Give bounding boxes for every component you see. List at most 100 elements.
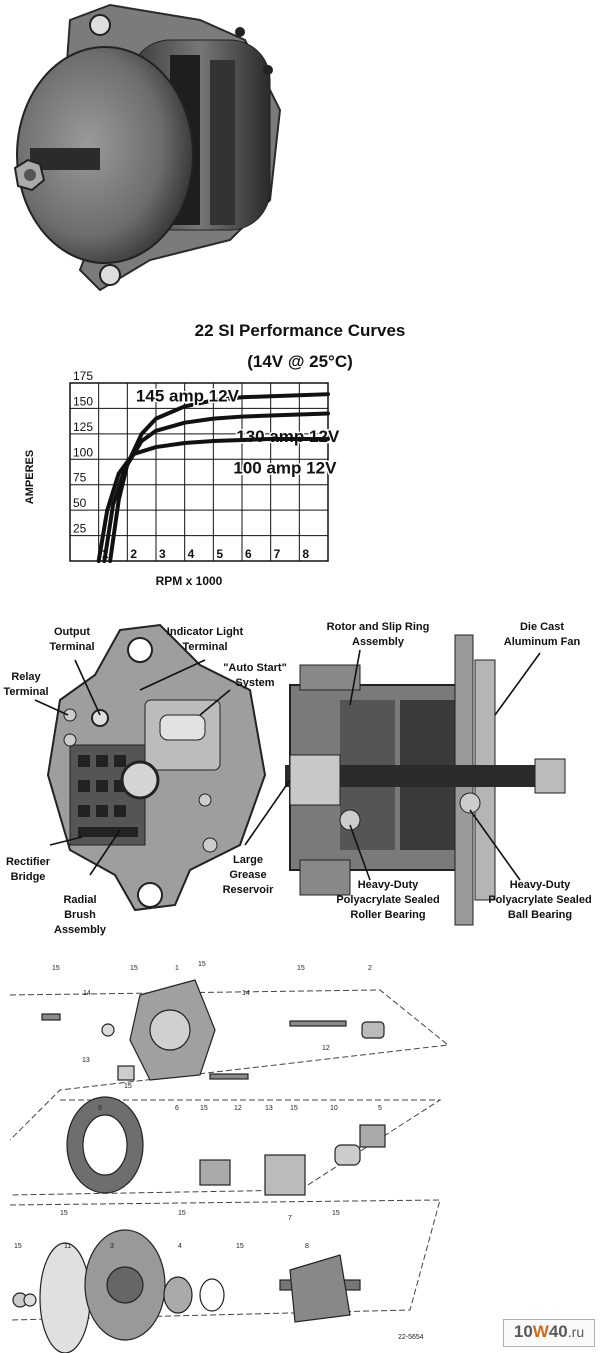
label-output-terminal-1: Output — [54, 626, 90, 638]
callout-number: 15 — [52, 965, 60, 972]
site-watermark: 10W40.ru — [503, 1319, 595, 1347]
x-tick-label: 6 — [245, 547, 252, 561]
callout-number: 15 — [198, 961, 206, 968]
x-tick-label: 8 — [302, 547, 309, 561]
label-roller-bearing-2: Polyacrylate Sealed — [336, 894, 439, 906]
label-rotor-slip-2: Assembly — [352, 636, 405, 648]
chart-title: 22 SI Performance Curves — [194, 321, 406, 340]
callout-number: 1 — [175, 965, 179, 972]
side-cutaway-view — [285, 634, 566, 926]
callout-number: 15 — [236, 1243, 244, 1250]
label-die-cast-2: Aluminum Fan — [504, 636, 581, 648]
callout-number: 15 — [297, 965, 305, 972]
series-label-0: 145 amp 12V — [136, 386, 240, 405]
label-radial-brush-3: Assembly — [54, 924, 107, 936]
label-auto-start-2: System — [235, 677, 274, 689]
label-grease-2: Grease — [229, 869, 266, 881]
label-ball-bearing-1: Heavy-Duty — [510, 879, 571, 891]
callout-number: 13 — [265, 1105, 273, 1112]
y-tick-label: 25 — [73, 522, 87, 536]
x-tick-label: 2 — [130, 547, 137, 561]
y-tick-label: 150 — [73, 394, 93, 408]
callout-number: 15 — [130, 965, 138, 972]
y-tick-label: 175 — [73, 369, 93, 383]
label-indicator-light-1: Indicator Light — [167, 626, 244, 638]
figure-code: 22-5654 — [398, 1334, 424, 1341]
series-line-1 — [102, 411, 330, 563]
callout-number: 13 — [82, 1057, 90, 1064]
label-ball-bearing-2: Polyacrylate Sealed — [488, 894, 591, 906]
callout-number: 15 — [178, 1210, 186, 1217]
x-tick-label: 3 — [159, 547, 166, 561]
label-roller-bearing-3: Roller Bearing — [350, 909, 425, 921]
y-tick-label: 125 — [73, 420, 93, 434]
series-label-2: 100 amp 12V — [233, 459, 337, 478]
callout-number: 15 — [332, 1210, 340, 1217]
callout-number: 15 — [290, 1105, 298, 1112]
callout-number: 5 — [378, 1105, 382, 1112]
label-rotor-slip-1: Rotor and Slip Ring — [327, 621, 430, 633]
x-tick-label: 4 — [188, 547, 195, 561]
callout-number: 3 — [110, 1243, 114, 1250]
x-axis-label: RPM x 1000 — [156, 574, 223, 588]
callout-number: 6 — [175, 1105, 179, 1112]
label-ball-bearing-3: Ball Bearing — [508, 909, 572, 921]
callout-number: 15 — [200, 1105, 208, 1112]
label-grease-1: Large — [233, 854, 263, 866]
label-output-terminal-2: Terminal — [49, 641, 94, 653]
callout-number: 12 — [234, 1105, 242, 1112]
series-line-2 — [96, 436, 330, 563]
slip-ring-end-view — [46, 623, 267, 912]
callout-number: 2 — [368, 965, 372, 972]
callout-number: 12 — [322, 1045, 330, 1052]
callout-number: 15 — [14, 1243, 22, 1250]
exploded-view: 15 15 1 15 15 2 14 14 12 13 15 9 6 15 12 13 15 10 5 15 15 7 15… — [0, 950, 450, 1353]
watermark-d: .ru — [567, 1324, 585, 1340]
watermark-b: W — [532, 1322, 549, 1341]
x-tick-label: 7 — [274, 547, 281, 561]
series-label-1: 130 amp 12V — [236, 427, 340, 446]
alternator-photo — [0, 0, 300, 305]
label-rectifier-bridge-2: Bridge — [11, 871, 46, 883]
label-roller-bearing-1: Heavy-Duty — [358, 879, 419, 891]
chart-subtitle: (14V @ 25°C) — [247, 352, 353, 371]
callout-number: 7 — [288, 1215, 292, 1222]
y-tick-label: 50 — [73, 496, 87, 510]
y-tick-label: 75 — [73, 471, 87, 485]
callout-number: 8 — [305, 1243, 309, 1250]
callout-number: 15 — [60, 1210, 68, 1217]
callout-number: 4 — [178, 1243, 182, 1250]
label-indicator-light-2: Terminal — [182, 641, 227, 653]
callout-number: 10 — [330, 1105, 338, 1112]
watermark-c: 40 — [548, 1322, 568, 1341]
callout-number: 14 — [242, 990, 250, 997]
y-axis-label: AMPERES — [24, 450, 36, 504]
label-auto-start-1: "Auto Start" — [223, 662, 287, 674]
label-relay-terminal-2: Terminal — [3, 686, 48, 698]
label-radial-brush-1: Radial — [63, 894, 96, 906]
callout-number: 9 — [98, 1105, 102, 1112]
label-relay-terminal-1: Relay — [11, 671, 41, 683]
label-grease-3: Reservoir — [223, 884, 274, 896]
svg-text:"Auto Start"System: "Auto Start" System — [223, 662, 287, 689]
callout-number: 11 — [64, 1243, 71, 1250]
callout-number: 15 — [124, 1083, 132, 1090]
y-tick-label: 100 — [73, 445, 93, 459]
label-radial-brush-2: Brush — [64, 909, 96, 921]
label-rectifier-bridge-1: Rectifier — [6, 856, 51, 868]
callout-number: 14 — [83, 990, 91, 997]
series-line-0 — [108, 392, 330, 563]
x-tick-label: 5 — [216, 547, 223, 561]
